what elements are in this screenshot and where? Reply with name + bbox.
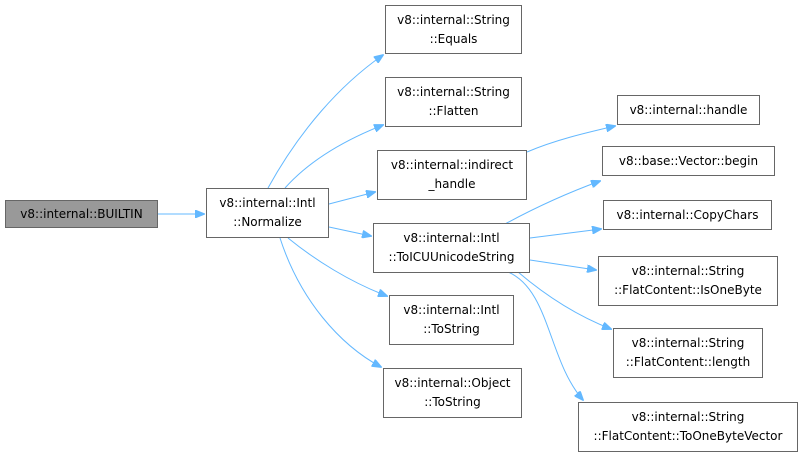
node-label-line: v8::internal::Intl [219, 196, 316, 210]
node-label-line: v8::internal::String [397, 12, 510, 27]
node-builtin: v8::internal::BUILTIN [5, 200, 158, 228]
node-builtin-label: v8::internal::BUILTIN [20, 206, 143, 221]
node-label-line: ::ToString [424, 395, 481, 409]
node-label-line: ::FlatContent::length [625, 355, 751, 369]
node-label-line: v8::internal::String [631, 336, 745, 350]
node-vector-begin[interactable]: v8::base::Vector::begin [602, 146, 775, 176]
node-label-line: v8::internal::indirect [390, 158, 514, 172]
edge-normalize-to-obj-tostring [279, 237, 381, 367]
edge-indirect-to-handle [526, 126, 615, 153]
node-label-line: v8::internal::handle [629, 102, 748, 117]
edge-normalize-to-indirect [328, 192, 375, 205]
node-string-equals[interactable]: v8::internal::String ::Equals [385, 5, 522, 54]
node-copychars[interactable]: v8::internal::CopyChars [603, 200, 772, 230]
node-intl-tostring[interactable]: v8::internal::Intl ::ToString [389, 295, 514, 345]
edge-toicu-to-length [517, 271, 611, 329]
node-label-line: ::Equals [429, 31, 478, 46]
node-label-line: _handle [428, 177, 476, 191]
node-label-line: v8::internal::String [631, 410, 745, 424]
node-label-line: ::ToString [423, 322, 480, 336]
node-flatcontent-isonebyte[interactable]: v8::internal::String ::FlatContent::IsOn… [598, 256, 778, 306]
edge-normalize-to-intl-tostring [287, 237, 387, 296]
edge-normalize-to-flatten [284, 125, 383, 189]
node-label-line: ::FlatContent::ToOneByteVector [593, 429, 783, 443]
node-object-tostring[interactable]: v8::internal::Object ::ToString [383, 368, 522, 418]
node-label-line: v8::internal::String [631, 264, 745, 278]
node-label-line: ::Normalize [233, 215, 302, 229]
node-label-line: ::FlatContent::IsOneByte [614, 283, 762, 297]
node-label-line: ::ToICUUnicodeString [388, 250, 515, 264]
node-intl-normalize[interactable]: v8::internal::Intl ::Normalize [206, 188, 329, 238]
node-indirect-handle[interactable]: v8::internal::indirect _handle [377, 150, 527, 200]
node-label-line: v8::internal::Object [394, 376, 511, 390]
node-label-line: v8::base::Vector::begin [618, 153, 759, 168]
node-label-line: v8::internal::String [397, 85, 510, 99]
edge-toicu-to-copychars [529, 229, 601, 239]
node-string-flatten[interactable]: v8::internal::String ::Flatten [385, 77, 522, 127]
node-label-line: ::Flatten [428, 104, 479, 118]
edge-toicu-to-toonebytevec [507, 271, 583, 400]
edge-toicu-to-isonebyte [529, 259, 596, 270]
node-flatcontent-toonebytevector[interactable]: v8::internal::String ::FlatContent::ToOn… [578, 402, 798, 452]
edge-normalize-to-equals [267, 55, 383, 189]
node-intl-to-icu-unicode-string[interactable]: v8::internal::Intl ::ToICUUnicodeString [373, 223, 530, 273]
node-handle[interactable]: v8::internal::handle [617, 95, 760, 125]
edge-toicu-to-vector-begin [504, 181, 600, 225]
edge-normalize-to-toicu [328, 226, 371, 236]
node-label-line: v8::internal::CopyChars [616, 207, 759, 222]
node-label-line: v8::internal::Intl [403, 231, 500, 245]
node-label-line: v8::internal::Intl [403, 303, 500, 317]
node-flatcontent-length[interactable]: v8::internal::String ::FlatContent::leng… [613, 328, 763, 378]
